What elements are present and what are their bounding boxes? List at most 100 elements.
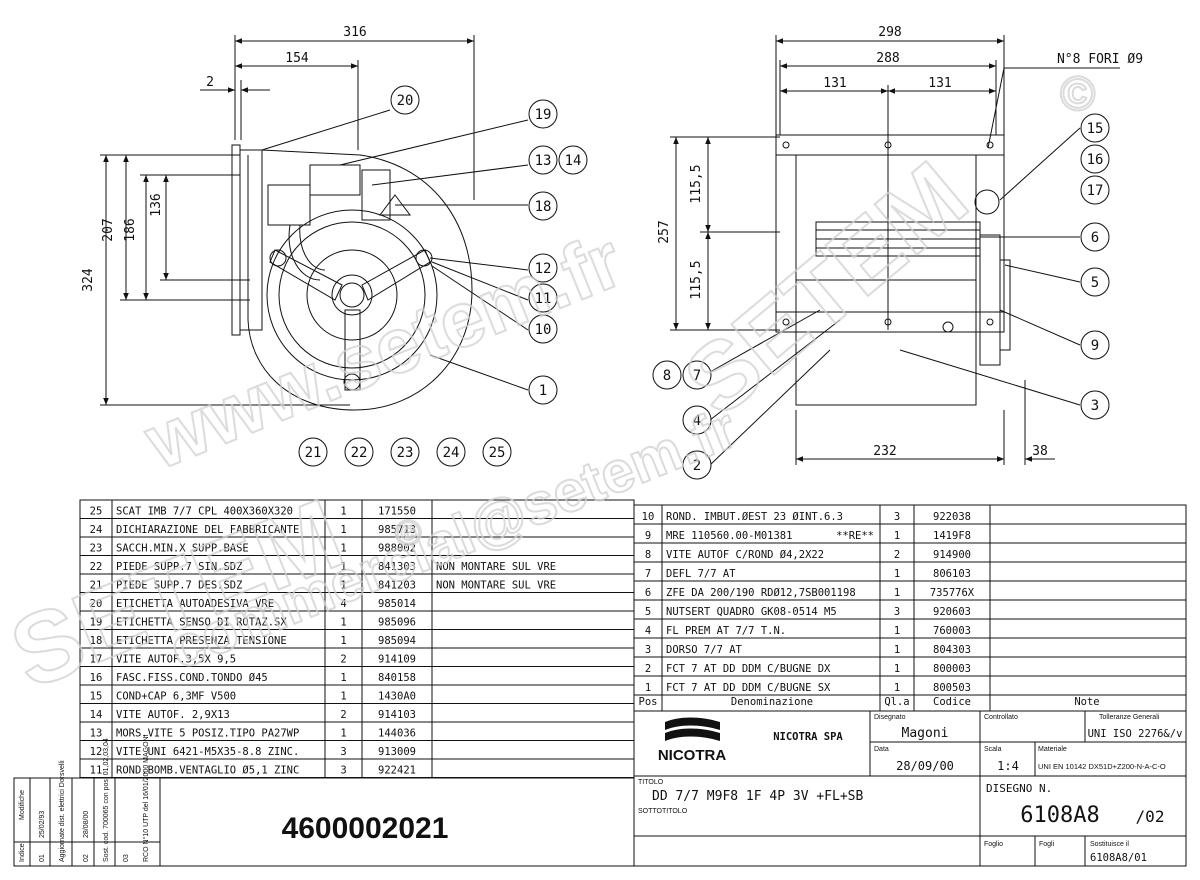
cell-pos: 4 xyxy=(645,625,651,637)
cell-desc: PIEDE SUPP.7 DES.SDZ xyxy=(116,580,242,592)
cell-pos: 5 xyxy=(645,606,651,618)
logo-text: NICOTRA xyxy=(658,747,726,764)
cell-qty: 1 xyxy=(340,728,346,740)
cell-desc: PIEDE SUPP.7 SIN.SDZ xyxy=(116,561,242,573)
dim-115-5-top: 115,5 xyxy=(689,164,704,203)
rev-2-text: Sost. cod. 700065 con pos. 01,02,03,04 xyxy=(103,738,110,862)
balloon-22: 22 xyxy=(351,445,368,461)
cell-pos: 14 xyxy=(90,709,103,721)
cell-code: 760003 xyxy=(933,625,971,637)
cell-qty: 1 xyxy=(340,524,346,536)
cell-desc: COND+CAP 6,3MF V500 xyxy=(116,691,236,703)
cell-qty: 1 xyxy=(340,672,346,684)
balloon-14: 14 xyxy=(565,153,582,169)
balloon-3: 3 xyxy=(1091,398,1099,414)
balloon-1: 1 xyxy=(539,383,547,399)
balloon-11: 11 xyxy=(535,291,552,307)
dim-38: 38 xyxy=(1032,444,1048,459)
sostituisce-label: Sostituisce il xyxy=(1090,841,1129,848)
cell-desc: VITE AUTOF.3,5X 9,5 xyxy=(116,654,236,666)
cell-code: 171550 xyxy=(378,506,416,518)
cell-code: 804303 xyxy=(933,644,971,656)
cell-qty: 2 xyxy=(894,549,900,561)
front-dimension-labels: 316 154 2 324 207 186 136 xyxy=(81,25,367,292)
nicotra-logo: NICOTRA xyxy=(658,717,726,764)
dim-257: 257 xyxy=(657,220,672,243)
dim-131-left: 131 xyxy=(823,76,846,91)
header-denominazione: Denominazione xyxy=(731,696,813,708)
cell-qty: 1 xyxy=(340,580,346,592)
dim-131-right: 131 xyxy=(928,76,951,91)
rev-3-idx: 03 xyxy=(123,854,130,862)
cell-desc: FASC.FISS.COND.TONDO Ø45 xyxy=(116,672,268,684)
cell-pos: 1 xyxy=(645,682,651,694)
cell-pos: 6 xyxy=(645,587,651,599)
front-balloons xyxy=(261,85,588,467)
data-value: 28/09/00 xyxy=(896,759,954,773)
scala-value: 1:4 xyxy=(997,759,1019,773)
cell-qty: 3 xyxy=(340,765,346,777)
cell-desc: ROND. IMBUT.ØEST 23 ØINT.6.3 xyxy=(666,511,843,523)
watermark-logo-right: SETEM xyxy=(665,142,987,437)
cell-desc: FCT 7 AT DD DDM C/BUGNE DX xyxy=(666,663,831,675)
cell-pos: 21 xyxy=(90,580,103,592)
cell-pos: 8 xyxy=(645,549,651,561)
cell-code: 913009 xyxy=(378,746,416,758)
dim-232: 232 xyxy=(873,444,896,459)
balloon-10: 10 xyxy=(535,322,552,338)
balloon-19: 19 xyxy=(535,107,552,123)
cell-desc: ETICHETTA AUTOADESIVA VRE xyxy=(116,598,274,610)
balloon-6: 6 xyxy=(1091,230,1099,246)
cell-pos: 12 xyxy=(90,746,103,758)
cell-pos: 10 xyxy=(642,511,655,523)
data-label: Data xyxy=(874,746,889,753)
title-block: NICOTRA SPA Disegnato Magoni Controllato… xyxy=(638,714,1182,864)
cell-qty: 1 xyxy=(340,617,346,629)
dim-136: 136 xyxy=(149,193,164,216)
cell-desc: NUTSERT QUADRO GK08-0514 M5 xyxy=(666,606,837,618)
header-qty: Ql.a xyxy=(884,696,909,708)
balloon-9: 9 xyxy=(1091,338,1099,354)
dim-316: 316 xyxy=(343,25,366,40)
cell-qty: 1 xyxy=(340,561,346,573)
cell-qty: 1 xyxy=(894,568,900,580)
controllato-label: Controllato xyxy=(984,714,1018,721)
watermark-copyright-right: © xyxy=(1060,68,1095,121)
disegnato-value: Magoni xyxy=(902,726,949,741)
side-balloons xyxy=(652,113,1110,480)
balloon-18: 18 xyxy=(535,199,552,215)
scala-label: Scala xyxy=(984,746,1002,753)
cell-code: 806103 xyxy=(933,568,971,580)
cell-qty: 1 xyxy=(894,587,900,599)
side-dimension-labels: 298 288 131 131 115,5 115,5 257 232 38 N… xyxy=(657,25,1143,459)
cell-desc: SCAT IMB 7/7 CPL 400X360X320 xyxy=(116,506,293,518)
cell-qty: 1 xyxy=(894,530,900,542)
cell-qty: 3 xyxy=(894,606,900,618)
balloon-7: 7 xyxy=(693,368,701,384)
cell-desc: SACCH.MIN.X SUPP.BASE xyxy=(116,543,249,555)
cell-code: 800503 xyxy=(933,682,971,694)
cell-pos: 2 xyxy=(645,663,651,675)
dim-115-5-bottom: 115,5 xyxy=(689,260,704,299)
cell-desc: ETICHETTA PRESENZA TENSIONE xyxy=(116,635,287,647)
cell-pos: 24 xyxy=(90,524,103,536)
bom-left-grid xyxy=(79,499,635,778)
title-block-lines xyxy=(13,710,1187,867)
foglio-label: Foglio xyxy=(984,841,1003,848)
